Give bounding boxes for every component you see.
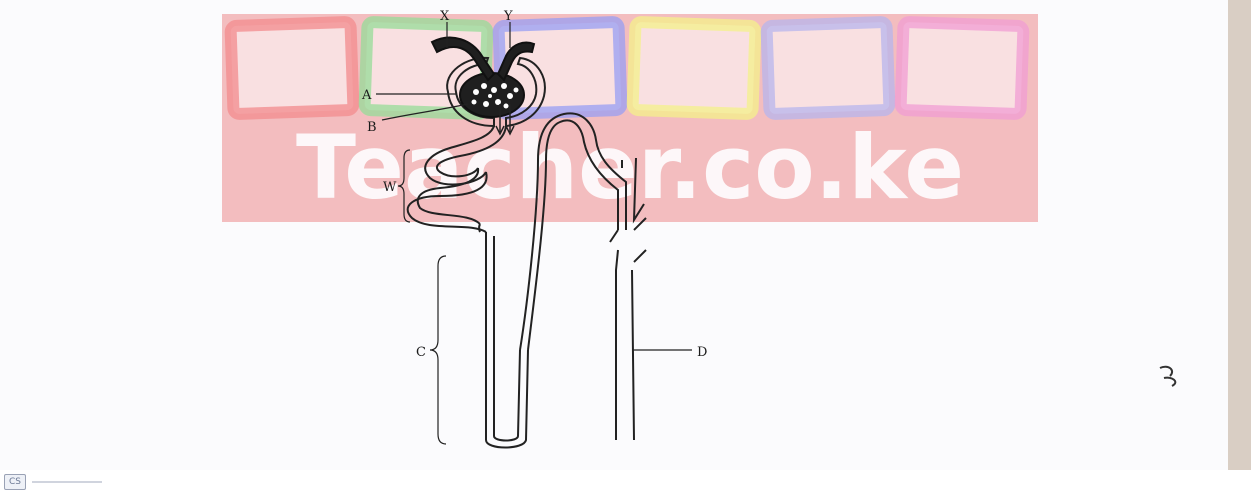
watermark-frame [767,22,890,114]
camscanner-caption-line [32,481,102,483]
watermark: Teacher.co.ke [222,14,1038,222]
label-w: W [383,180,397,195]
watermark-frame [633,22,756,114]
watermark-frame [901,22,1024,114]
page-edge-shadow [1228,0,1251,470]
label-b: B [367,120,377,135]
label-x: X [440,9,450,24]
scanner-watermark: CS [4,474,102,490]
bottom-strip [0,470,1251,495]
label-d: D [697,345,707,360]
loop-join [479,224,480,232]
brace-c [430,256,446,444]
watermark-frame [231,22,354,114]
label-c: C [416,345,426,360]
glomerulus [460,73,524,117]
loop-of-henle-inner [494,236,520,441]
label-y: Y [503,9,513,24]
label-a: A [361,88,372,103]
watermark-text: Teacher.co.ke [296,116,964,219]
pen-mark [1160,367,1175,386]
camscanner-logo: CS [4,474,26,490]
